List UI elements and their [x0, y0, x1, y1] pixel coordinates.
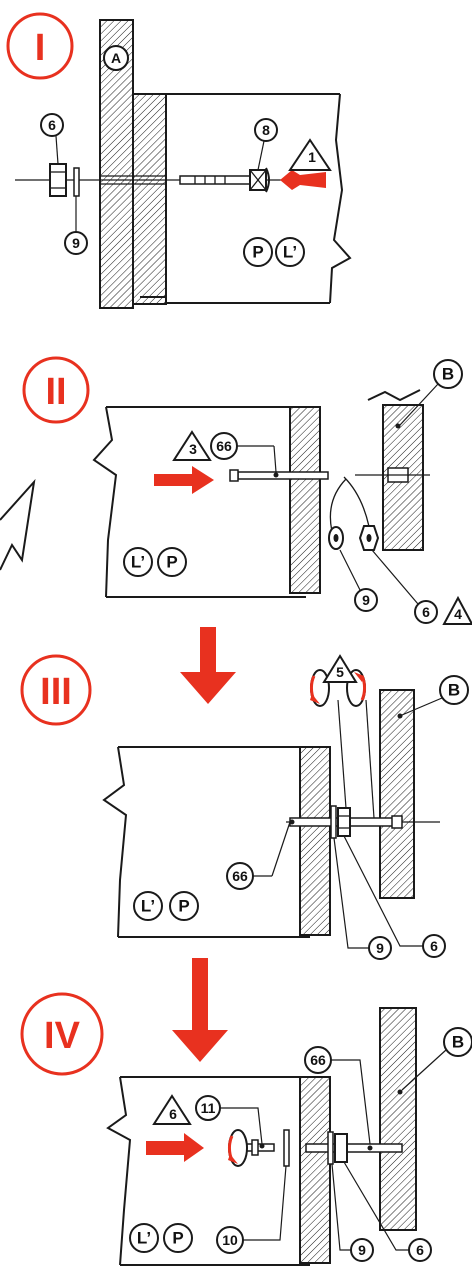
callout-label: L’ — [141, 897, 155, 916]
step-2: II B — [0, 356, 472, 625]
callout-label: B — [452, 1033, 464, 1052]
label-b-circle — [439, 675, 469, 705]
cabinet-p-l — [140, 93, 352, 304]
side-panel — [289, 406, 321, 594]
callout-label: P — [166, 553, 177, 572]
warning-triangle-6: 6 — [152, 1094, 192, 1125]
callout-label: 6 — [416, 1242, 424, 1258]
callout-label: L’ — [283, 243, 297, 262]
callout-label: 9 — [358, 1242, 366, 1258]
step-2-numeral-badge: II — [22, 356, 90, 424]
push-arrow — [154, 466, 214, 494]
callout-label: 66 — [232, 868, 248, 884]
label-a-circle — [103, 45, 129, 71]
callout-label: 6 — [169, 1106, 177, 1122]
callout-label: 9 — [362, 592, 370, 608]
label-6-circle — [40, 113, 64, 137]
callout-label: P — [178, 897, 189, 916]
label-p-circle — [163, 1223, 193, 1253]
screw-11 — [243, 1139, 275, 1156]
warning-triangle-5: 5 — [322, 654, 358, 683]
label-p-circle — [157, 547, 187, 577]
panel-b — [379, 689, 415, 899]
callout-label: 6 — [48, 117, 56, 133]
callout-label: I — [35, 27, 46, 69]
label-l-circle — [123, 547, 153, 577]
side-panel — [299, 1076, 331, 1264]
panel-b — [379, 1007, 417, 1231]
callout-label: L’ — [137, 1229, 151, 1248]
cabinet-p-l — [92, 406, 306, 598]
side-panel — [299, 746, 331, 936]
step-3-numeral-badge: III — [20, 654, 92, 726]
direction-arrow — [0, 478, 36, 571]
nut-6 — [49, 163, 67, 197]
label-6-circle — [414, 600, 438, 624]
callout-label: 66 — [310, 1052, 326, 1068]
washer-9 — [330, 805, 337, 839]
callout-label: 9 — [72, 235, 80, 251]
callout-label: III — [40, 671, 72, 713]
next-step-arrow — [180, 627, 236, 704]
callout-label: IV — [44, 1015, 81, 1057]
bolt-8 — [179, 167, 270, 193]
bolt-66 — [229, 469, 329, 482]
cabinet-p-l — [106, 1076, 310, 1266]
callout-label: 5 — [336, 664, 344, 680]
nut-6 — [334, 1133, 348, 1163]
label-b-circle — [443, 1027, 472, 1057]
tighten-icon-left — [309, 669, 330, 707]
washer-9 — [327, 1131, 334, 1165]
step-1-numeral-badge: I — [6, 12, 74, 80]
warning-triangle-1: 1 — [288, 138, 332, 171]
callout-label: L’ — [131, 553, 145, 572]
callout-label: 11 — [201, 1100, 216, 1116]
label-l-circle — [133, 891, 163, 921]
callout-label: 4 — [454, 606, 462, 622]
panel-a-edge — [132, 93, 167, 305]
warning-triangle-3: 3 — [172, 430, 212, 461]
callout-label: 1 — [308, 149, 316, 165]
cabinet-p-l — [102, 746, 310, 938]
step-1: I A — [6, 12, 352, 309]
insert-arrow — [280, 170, 326, 190]
step-4-numeral-badge: IV — [20, 992, 104, 1076]
label-l-circle — [275, 237, 305, 267]
label-8-circle — [254, 118, 278, 142]
label-p-circle — [243, 237, 273, 267]
callout-label: 3 — [189, 441, 197, 457]
callout-label: 8 — [262, 122, 270, 138]
next-step-arrow — [172, 958, 228, 1062]
label-p-circle — [169, 891, 199, 921]
callout-label: 66 — [216, 438, 232, 454]
callout-label: B — [448, 681, 460, 700]
warning-triangle-4: 4 — [442, 595, 472, 625]
callout-label: II — [45, 371, 66, 413]
cap-10 — [283, 1129, 290, 1167]
washer-9 — [73, 167, 80, 197]
callout-label: P — [172, 1229, 183, 1248]
step-3: III B — [20, 654, 469, 960]
callout-label: 10 — [222, 1232, 238, 1248]
label-l-circle — [129, 1223, 159, 1253]
label-9-circle — [354, 588, 378, 612]
step-4: IV B — [20, 992, 472, 1266]
callout-label: 9 — [376, 940, 384, 956]
nut-6 — [337, 807, 351, 837]
callout-label: B — [442, 365, 454, 384]
callout-label: 6 — [430, 938, 438, 954]
callout-label: P — [252, 243, 263, 262]
tighten-icon — [227, 1129, 248, 1167]
callout-label: A — [111, 50, 121, 66]
callout-label: 6 — [422, 604, 430, 620]
label-b-circle — [433, 359, 463, 389]
push-arrow — [146, 1133, 204, 1162]
bolt-66 — [305, 1143, 403, 1153]
